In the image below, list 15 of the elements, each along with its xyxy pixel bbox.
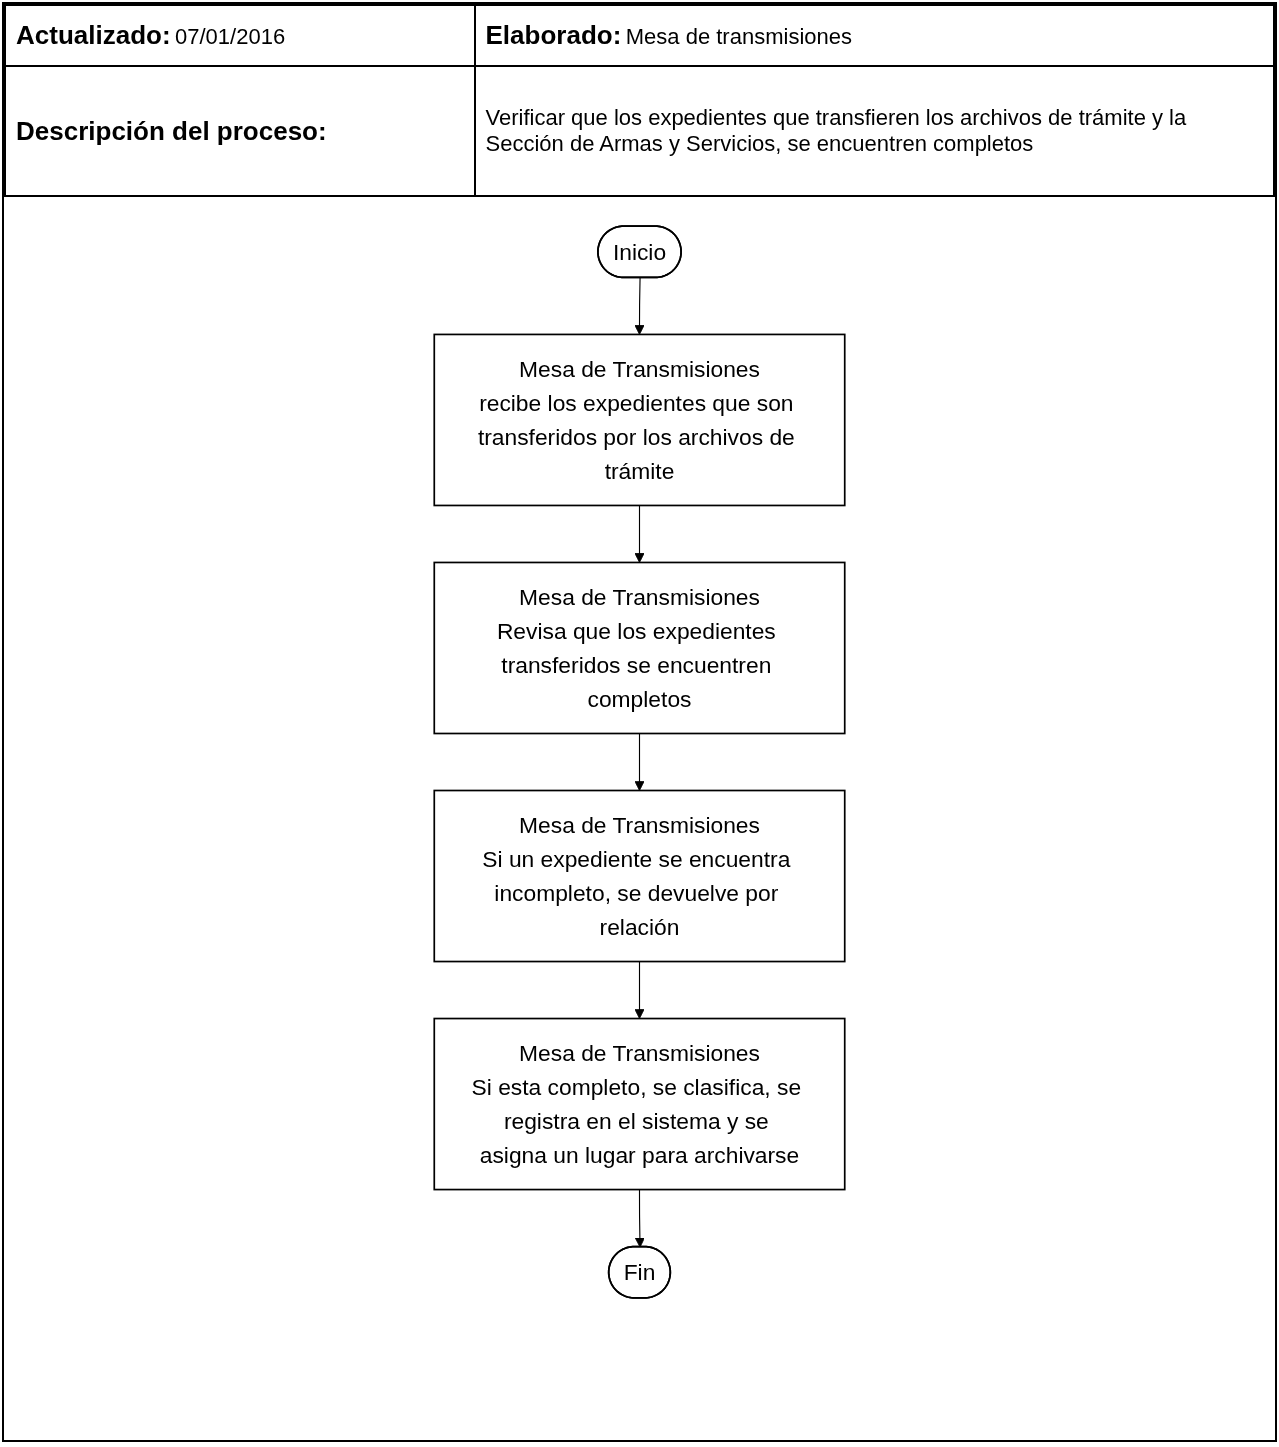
arrow	[634, 960, 645, 1019]
field-label: Descripción del proceso:	[16, 115, 327, 146]
arrow	[634, 277, 645, 335]
node-box: Mesa de Transmisiones Si esta completo, se clasifica, se registra en el sistema y se asigna un lugar para archivarse	[433, 1017, 846, 1191]
arrow	[634, 504, 645, 563]
node-box: Mesa de Transmisiones Revisa que los expedientes transferidos se encuentren completos	[433, 561, 846, 735]
description-text: Verificar que los expedientes que transfieren los archivos de trámite y la Sección de Armas y Servicios, se encuentren completos	[485, 105, 1187, 156]
node-box: Mesa de Transmisiones recibe los expedientes que son transferidos por los archivos de trámite	[433, 333, 846, 507]
arrow	[634, 732, 645, 791]
date-value: 07/01/2016	[175, 24, 286, 49]
field-label: Elaborado:	[485, 20, 622, 50]
node-box: Mesa de Transmisiones Si un expediente se encuentra incompleto, se devuelve por relación	[433, 789, 846, 963]
field-label: Actualizado:	[16, 20, 171, 50]
author-value: Mesa de transmisiones	[625, 24, 852, 49]
arrow	[634, 1189, 645, 1248]
